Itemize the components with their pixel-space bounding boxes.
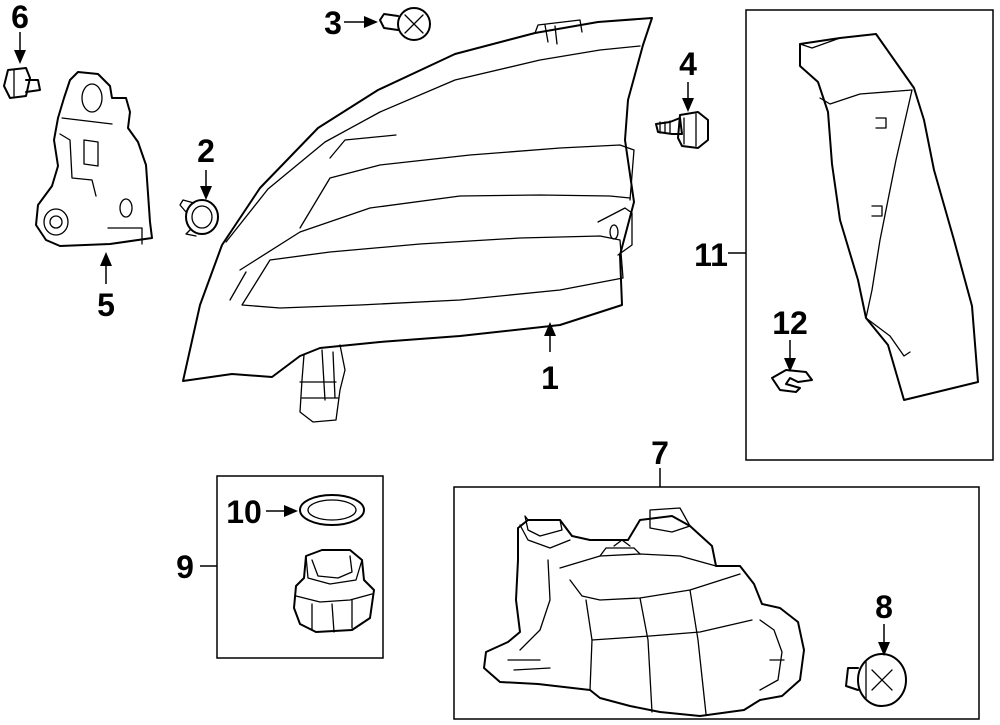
callout-8: 8	[875, 589, 893, 625]
callout-6: 6	[11, 0, 29, 35]
bracket-part-5	[35, 71, 153, 247]
callout-1: 1	[541, 360, 559, 396]
bulb-socket-part-9	[293, 549, 375, 633]
callout-labels: 1 2 3 4 5 6 7 8 9 10 11 12	[11, 0, 893, 625]
callout-9: 9	[176, 549, 194, 585]
clip-part-3	[379, 7, 431, 41]
callout-2: 2	[197, 133, 215, 169]
group-box-11	[745, 9, 994, 461]
bolt-part-6	[3, 67, 41, 99]
callout-10: 10	[226, 494, 262, 530]
callout-11: 11	[694, 237, 728, 273]
callout-4: 4	[679, 46, 697, 82]
group-box-7	[453, 486, 980, 720]
callout-3: 3	[324, 5, 342, 41]
group-box-9	[216, 475, 384, 659]
headlamp-assembly	[182, 17, 653, 423]
push-clip-part-8	[845, 653, 907, 707]
leader-lines	[14, 16, 890, 656]
clip-part-12	[771, 369, 813, 393]
callout-5: 5	[97, 287, 115, 323]
o-ring-part-10	[299, 494, 365, 526]
grommet-part-2	[179, 199, 219, 237]
trim-panel-part-11	[799, 33, 979, 401]
callout-12: 12	[772, 305, 808, 341]
housing-part-7	[483, 507, 805, 717]
bolt-part-4	[655, 111, 709, 149]
callout-7: 7	[651, 435, 669, 471]
